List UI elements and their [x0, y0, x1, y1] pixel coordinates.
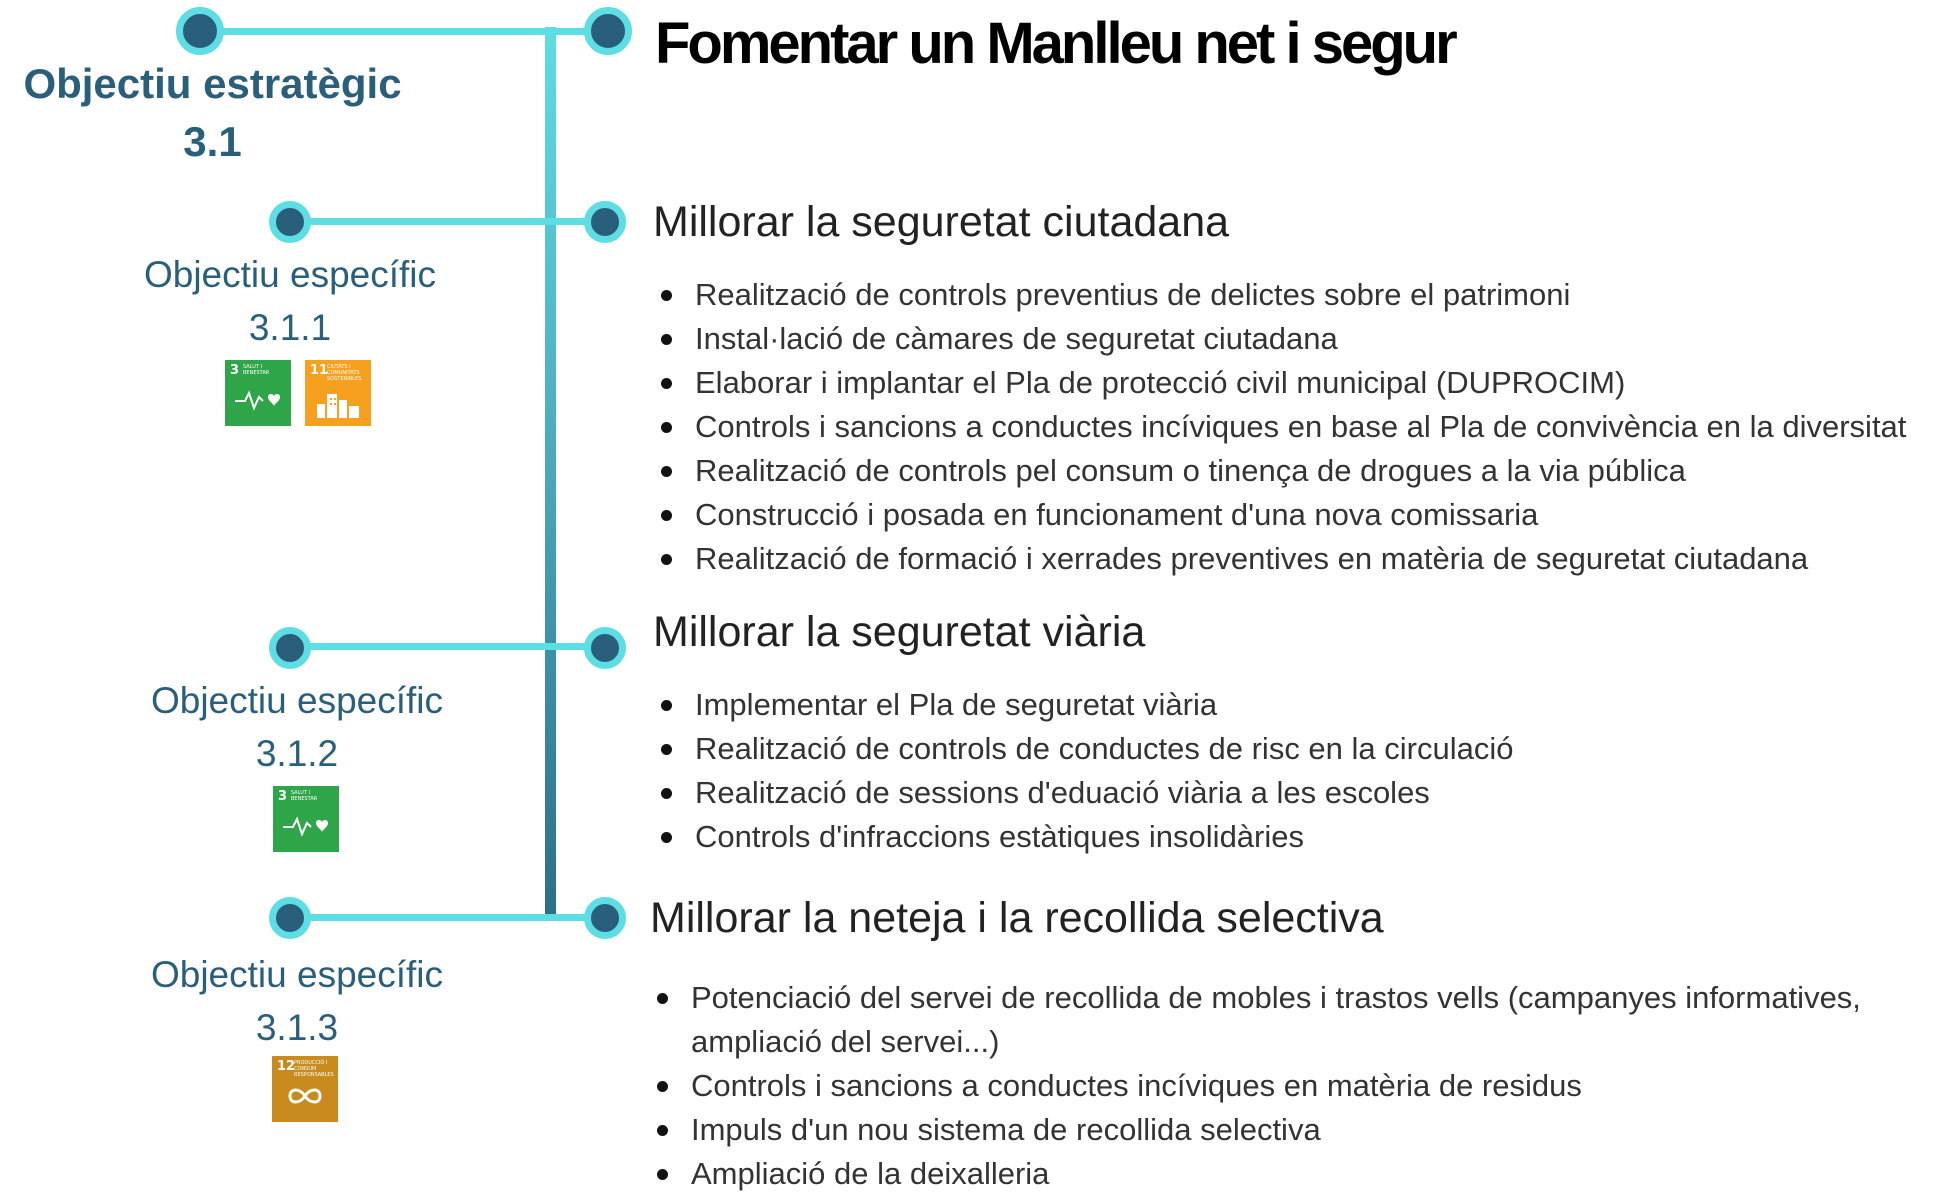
objective-node	[269, 897, 311, 939]
heading-node	[584, 201, 626, 243]
city-icon	[317, 394, 359, 418]
objective-node	[269, 201, 311, 243]
objective-number: 3.1.1	[248, 307, 332, 348]
list-item: Realització de controls pel consum o tin…	[655, 449, 1955, 493]
timeline-spine	[545, 27, 556, 919]
list-item: Controls i sancions a conductes incíviqu…	[651, 1064, 1921, 1108]
title-node	[584, 7, 632, 55]
connector-line	[290, 914, 605, 921]
heading-node	[584, 897, 626, 939]
list-item: Controls i sancions a conductes incíviqu…	[655, 405, 1955, 449]
list-item: Realització de controls de conductes de …	[655, 727, 1955, 771]
list-item: Elaborar i implantar el Pla de protecció…	[655, 361, 1955, 405]
infinity-icon	[288, 1088, 322, 1104]
heartbeat-icon	[283, 816, 328, 837]
sdg-3-badge: 3 Salut i benestar	[225, 360, 291, 426]
actions-list: Realització de controls preventius de de…	[655, 273, 1955, 581]
list-item: Instal·lació de càmares de seguretat ciu…	[655, 317, 1955, 361]
objective-label: Objectiu específic	[150, 680, 444, 721]
specific-objective: Objectiu específic 3.1.3	[97, 948, 497, 1054]
objective-node	[269, 627, 311, 669]
list-item: Realització de formació i xerrades preve…	[655, 537, 1955, 581]
sdg-3-badge: 3 Salut i benestar	[273, 786, 339, 852]
list-item: Construcció i posada en funcionament d'u…	[655, 493, 1955, 537]
objective-number: 3.1.3	[255, 1007, 339, 1048]
list-item: Realització de sessions d'eduació viària…	[655, 771, 1955, 815]
connector-line	[290, 218, 605, 225]
strategic-objective: Objectiu estratègic 3.1	[0, 55, 425, 171]
heartbeat-icon	[235, 390, 280, 411]
specific-objective: Objectiu específic 3.1.1	[90, 248, 490, 354]
actions-list: Potenciació del servei de recollida de m…	[651, 976, 1921, 1196]
connector-line	[200, 28, 605, 35]
strategic-label: Objectiu estratègic	[23, 60, 402, 107]
sdg-11-badge: 11 Ciutats i comunitats sostenibles	[305, 360, 371, 426]
actions-list: Implementar el Pla de seguretat viària R…	[655, 683, 1955, 859]
strategic-number: 3.1	[183, 118, 242, 165]
page-title: Fomentar un Manlleu net i segur	[655, 11, 1458, 76]
specific-objective: Objectiu específic 3.1.2	[97, 674, 497, 780]
list-item: Realització de controls preventius de de…	[655, 273, 1955, 317]
list-item: Impuls d'un nou sistema de recollida sel…	[651, 1108, 1921, 1152]
list-item: Potenciació del servei de recollida de m…	[651, 976, 1921, 1064]
connector-line	[290, 643, 605, 650]
objective-heading: Millorar la seguretat viària	[653, 608, 1146, 656]
objective-number: 3.1.2	[255, 733, 339, 774]
objective-label: Objectiu específic	[143, 254, 437, 295]
list-item: Implementar el Pla de seguretat viària	[655, 683, 1955, 727]
objective-label: Objectiu específic	[150, 954, 444, 995]
objective-heading: Millorar la neteja i la recollida select…	[650, 894, 1384, 942]
objective-heading: Millorar la seguretat ciutadana	[653, 198, 1230, 246]
heading-node	[584, 627, 626, 669]
list-item: Controls d'infraccions estàtiques insoli…	[655, 815, 1955, 859]
sdg-12-badge: 12 Producció i consum responsables	[272, 1056, 338, 1122]
strategic-node	[176, 7, 224, 55]
list-item: Ampliació de la deixalleria	[651, 1152, 1921, 1196]
